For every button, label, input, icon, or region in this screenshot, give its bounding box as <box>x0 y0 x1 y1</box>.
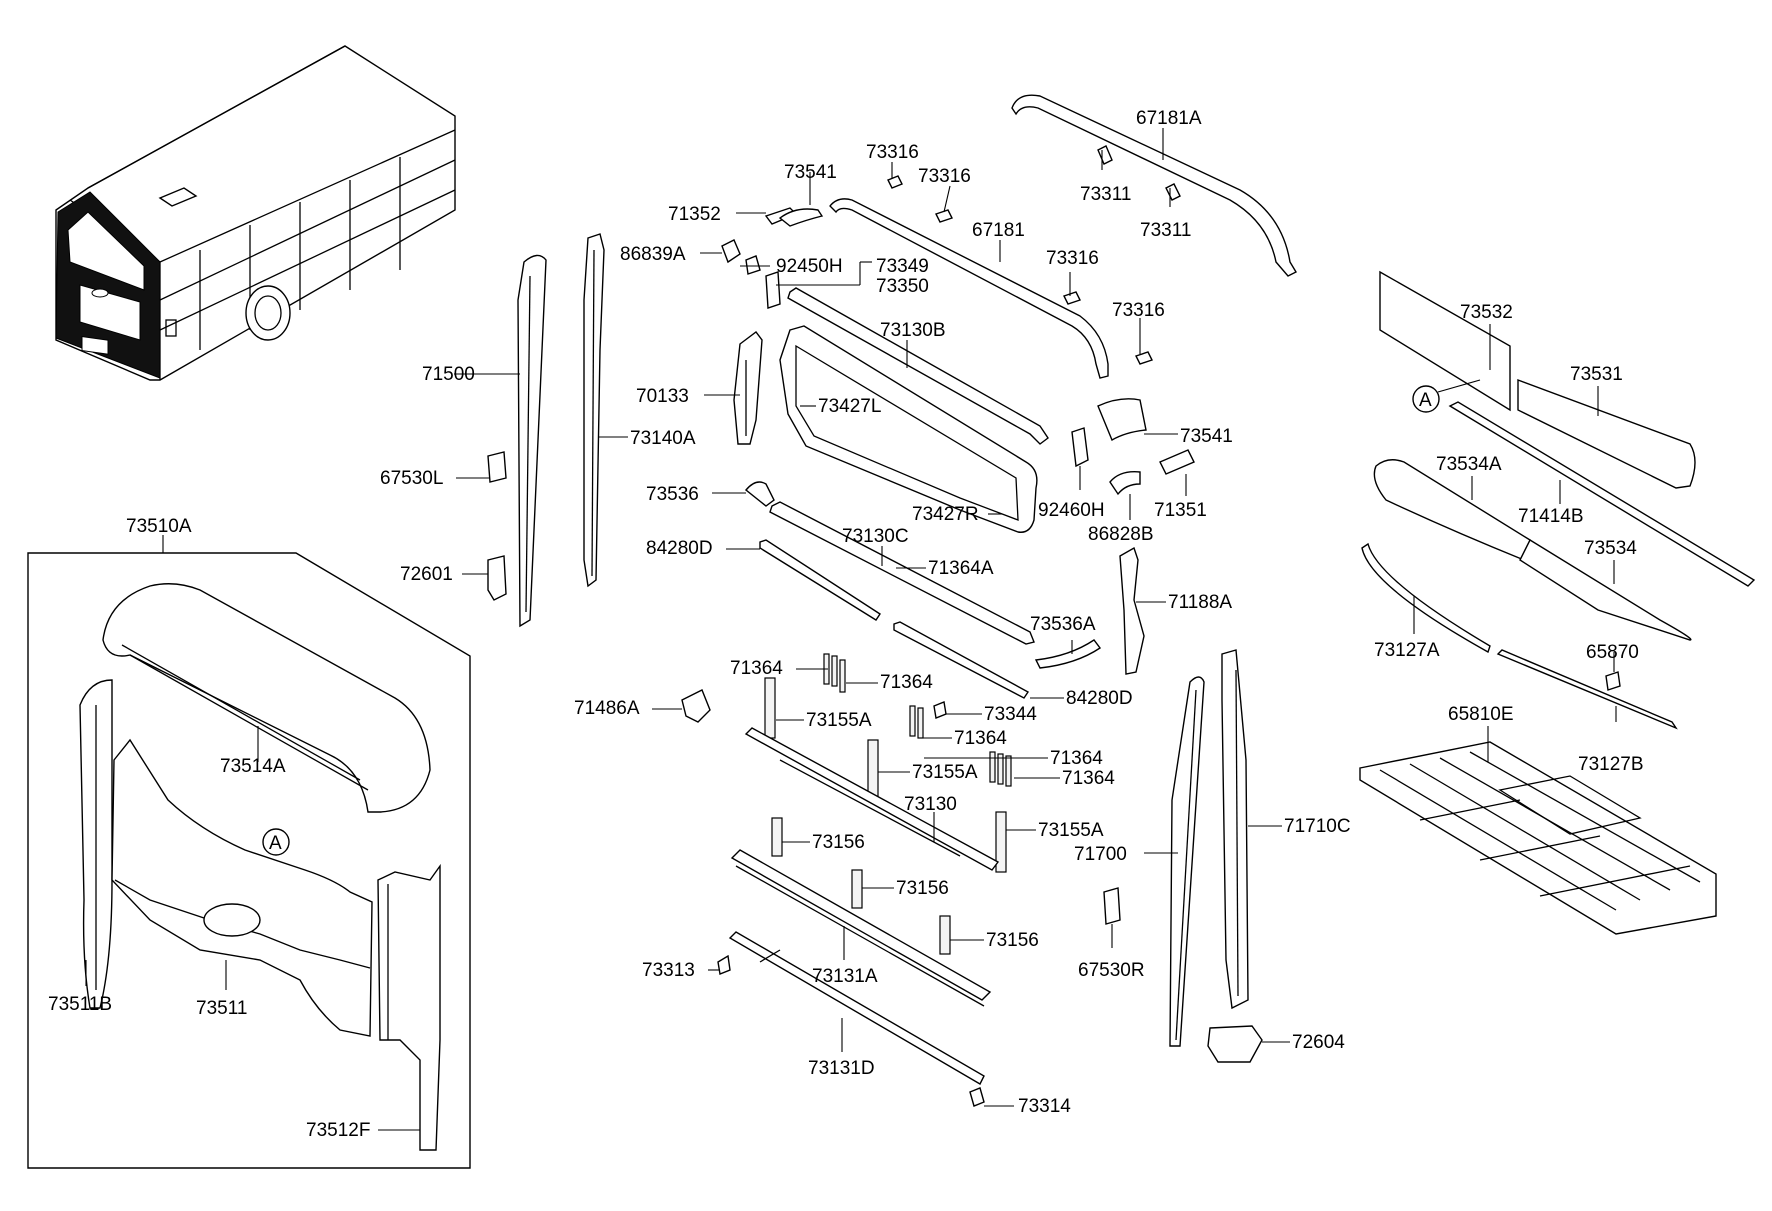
callout-65810E: 65810E <box>1448 704 1514 725</box>
callout-73140A: 73140A <box>630 428 696 449</box>
callout-84280D: 84280D <box>646 538 713 559</box>
callout-73130B: 73130B <box>880 320 946 341</box>
callout-73311: 73311 <box>1140 220 1191 241</box>
callout-73536: 73536 <box>646 484 699 505</box>
callout-71364: 71364 <box>1062 768 1115 789</box>
callout-73156: 73156 <box>812 832 865 853</box>
callout-67530L: 67530L <box>380 468 443 489</box>
callout-71710C: 71710C <box>1284 816 1351 837</box>
callout-71188A: 71188A <box>1168 592 1232 613</box>
bus-rear-view-icon <box>55 45 456 381</box>
callout-73131D: 73131D <box>808 1058 875 1079</box>
callout-labels: 67181A 73316 73541 73316 71352 73311 733… <box>48 108 1644 1141</box>
callout-73156: 73156 <box>896 878 949 899</box>
callout-71364: 71364 <box>954 728 1007 749</box>
callout-73131A: 73131A <box>812 966 878 987</box>
callout-73311: 73311 <box>1080 184 1131 205</box>
callout-73534: 73534 <box>1584 538 1637 559</box>
callout-67181A: 67181A <box>1136 108 1202 129</box>
callout-73127A: 73127A <box>1374 640 1440 661</box>
ref-marker-label: A <box>269 833 282 854</box>
callout-71364: 71364 <box>1050 748 1103 769</box>
callout-71364A: 71364A <box>928 558 994 579</box>
callout-73313: 73313 <box>642 960 695 981</box>
callout-73316: 73316 <box>918 166 971 187</box>
ref-marker-a-icon <box>1412 385 1440 413</box>
callout-71500: 71500 <box>422 364 475 385</box>
assembly-73510A-box <box>27 535 471 1169</box>
callout-73427R: 73427R <box>912 504 979 525</box>
callout-73541: 73541 <box>784 162 837 183</box>
callout-73510A: 73510A <box>126 516 192 537</box>
ref-marker-label: A <box>1419 390 1432 411</box>
callout-71700: 71700 <box>1074 844 1127 865</box>
callout-73155A: 73155A <box>806 710 872 731</box>
callout-73314: 73314 <box>1018 1096 1071 1117</box>
callout-73127B: 73127B <box>1578 754 1644 775</box>
callout-71364: 71364 <box>880 672 933 693</box>
callout-73350: 73350 <box>876 276 929 297</box>
callout-71352: 71352 <box>668 204 721 225</box>
leader-lines <box>85 128 1617 1131</box>
callout-71486A: 71486A <box>574 698 640 719</box>
callout-67181: 67181 <box>972 220 1025 241</box>
callout-65870: 65870 <box>1586 642 1639 663</box>
center-parts <box>487 94 1297 1107</box>
callout-73316: 73316 <box>866 142 919 163</box>
callout-73536A: 73536A <box>1030 614 1096 635</box>
callout-84280D: 84280D <box>1066 688 1133 709</box>
callout-86828B: 86828B <box>1088 524 1154 545</box>
callout-73130C: 73130C <box>842 526 909 547</box>
callout-72604: 72604 <box>1292 1032 1345 1053</box>
callout-73532: 73532 <box>1460 302 1513 323</box>
callout-73511: 73511 <box>196 998 247 1019</box>
callout-73427L: 73427L <box>818 396 881 417</box>
callout-71414B: 71414B <box>1518 506 1584 527</box>
callout-72601: 72601 <box>400 564 453 585</box>
callout-67530R: 67530R <box>1078 960 1145 981</box>
callout-73514A: 73514A <box>220 756 286 777</box>
callout-73130: 73130 <box>904 794 957 815</box>
callout-73534A: 73534A <box>1436 454 1502 475</box>
callout-73511B: 73511B <box>48 994 112 1015</box>
callout-73512F: 73512F <box>306 1120 370 1141</box>
callout-73541: 73541 <box>1180 426 1233 447</box>
callout-73531: 73531 <box>1570 364 1623 385</box>
right-parts <box>1359 270 1756 935</box>
callout-73156: 73156 <box>986 930 1039 951</box>
callout-71351: 71351 <box>1154 500 1207 521</box>
callout-73155A: 73155A <box>1038 820 1104 841</box>
callout-86839A: 86839A <box>620 244 686 265</box>
callout-73316: 73316 <box>1046 248 1099 269</box>
callout-73349: 73349 <box>876 256 929 277</box>
callout-73155A: 73155A <box>912 762 978 783</box>
callout-73344: 73344 <box>984 704 1037 725</box>
callout-71364: 71364 <box>730 658 783 679</box>
callout-70133: 70133 <box>636 386 689 407</box>
callout-92450H: 92450H <box>776 256 843 277</box>
callout-73316: 73316 <box>1112 300 1165 321</box>
callout-92460H: 92460H <box>1038 500 1105 521</box>
ref-marker-a-icon <box>262 828 290 856</box>
